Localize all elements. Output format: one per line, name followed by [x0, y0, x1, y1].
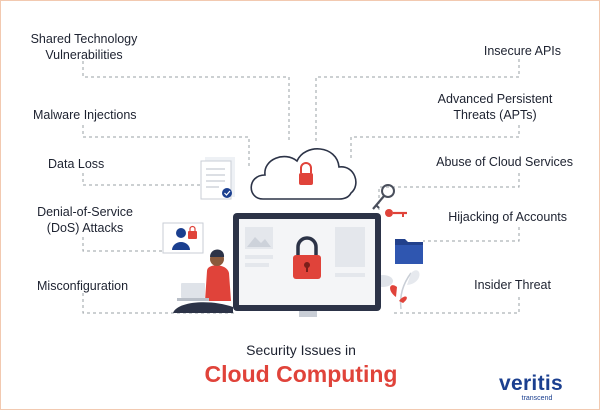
issue-label-line: Data Loss: [48, 157, 105, 171]
issue-label-line: Insider Threat: [474, 278, 551, 292]
issue-label-line: Advanced Persistent: [437, 92, 553, 106]
connector-insecure-apis: [315, 59, 520, 141]
issue-shared-technology-vulnerabilities: Shared Technology Vulnerabilities: [28, 31, 140, 63]
connector-hijack: [423, 227, 520, 242]
page-title: Cloud Computing: [204, 361, 398, 387]
connector-abuse: [378, 173, 520, 211]
issue-label-line: Insecure APIs: [483, 44, 561, 58]
keys-icon: [372, 184, 407, 217]
monitor-icon: [233, 213, 381, 317]
issue-insecure-apis: Insecure APIs: [441, 43, 561, 59]
person-icon: [173, 249, 233, 313]
issue-misconfiguration: Misconfiguration: [37, 278, 128, 294]
issue-label-line: Misconfiguration: [37, 279, 129, 293]
issue-advanced-persistent-threats: Advanced Persistent Threats (APTs): [429, 91, 561, 123]
issue-label-line: Shared Technology: [30, 32, 138, 46]
brand-name: veritis: [499, 372, 563, 395]
issue-label-line: Malware Injections: [33, 108, 137, 122]
cloud-icon: [250, 148, 357, 200]
veritis-logo: veritis transcend: [499, 373, 585, 403]
user-profile-icon: [162, 222, 204, 254]
issue-data-loss: Data Loss: [48, 156, 104, 172]
connector-data-loss: [82, 173, 206, 186]
subtitle: Security Issues in: [246, 342, 356, 358]
issue-malware-injections: Malware Injections: [33, 107, 137, 123]
issue-insider-threat: Insider Threat: [441, 277, 551, 293]
connector-apt: [350, 125, 520, 161]
issue-hijacking-of-accounts: Hijacking of Accounts: [421, 209, 567, 225]
issue-abuse-of-cloud-services: Abuse of Cloud Services: [411, 154, 573, 170]
folder-icon: [395, 239, 423, 264]
issue-label-line: Threats (APTs): [453, 108, 537, 122]
issue-label-line: Abuse of Cloud Services: [436, 155, 573, 169]
brand-tagline: transcend: [521, 395, 553, 402]
issue-label-line: (DoS) Attacks: [46, 221, 124, 235]
document-check-icon: [200, 157, 235, 200]
connector-malware: [82, 125, 250, 167]
issue-label-line: Vulnerabilities: [45, 48, 123, 62]
connector-dos: [82, 237, 173, 252]
issue-label-line: Denial-of-Service: [37, 205, 133, 219]
issue-label-line: Hijacking of Accounts: [448, 210, 567, 224]
issue-denial-of-service: Denial-of-Service (DoS) Attacks: [25, 204, 145, 236]
connector-shared-tech: [82, 61, 290, 141]
